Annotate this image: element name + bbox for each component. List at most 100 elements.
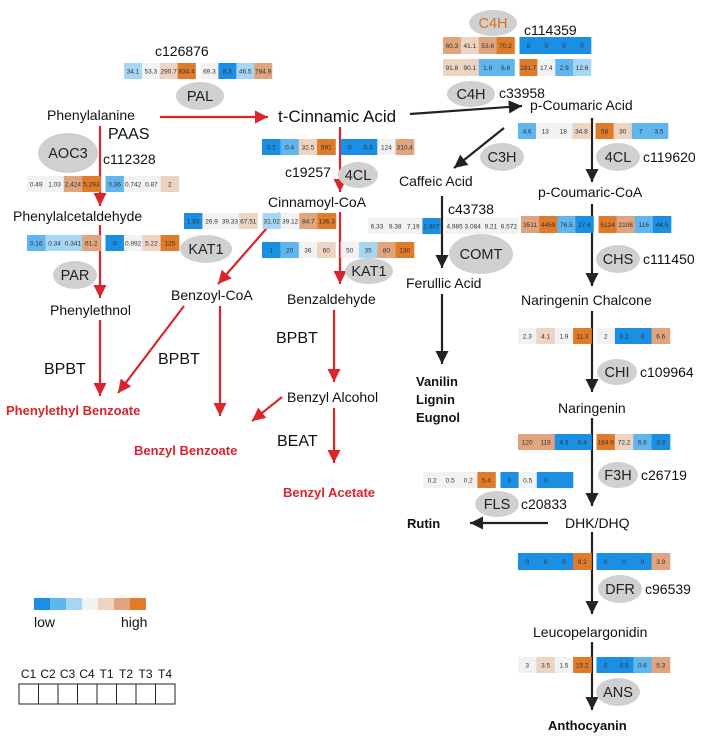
- products: Phenylethyl Benzoate Benzyl Benzoate Ben…: [6, 374, 627, 733]
- heatmap-cell: [377, 139, 396, 155]
- heatmap-value: 0: [544, 477, 548, 484]
- heatmap-value: 0.2: [267, 144, 276, 151]
- heatmap-cell: [82, 235, 101, 251]
- heatmap-cell: [573, 434, 592, 450]
- heatmap-cell: [518, 123, 537, 139]
- svg-text:DFR: DFR: [605, 582, 635, 598]
- heatmap-cell: [539, 216, 558, 233]
- heatmap-cell: [536, 328, 556, 344]
- heatmap-value: 5.293: [83, 181, 100, 188]
- sample-label: C1: [21, 667, 37, 681]
- enzyme-chs: CHS: [596, 245, 640, 273]
- heatmap-cell: [254, 63, 273, 79]
- compound-t-cinnamic-acid: t-Cinnamic Acid: [278, 107, 396, 126]
- heatmap-value: 0.5: [523, 477, 532, 484]
- heatmap-value: 0.341: [65, 240, 82, 247]
- heatmap-cell: [63, 176, 83, 192]
- heatmap-cell: [404, 218, 423, 234]
- heatmap-value: 4.985: [446, 223, 463, 230]
- heatmap-cell: [519, 59, 538, 76]
- heatmap-cell: [614, 553, 634, 570]
- heatmap-value: 3.084: [465, 223, 482, 230]
- heatmap-value: 31.02: [264, 218, 281, 225]
- heatmap-value: 0: [508, 477, 512, 484]
- gene-c19257: c19257: [285, 164, 331, 180]
- scale-swatch: [130, 598, 146, 610]
- svg-text:F3H: F3H: [604, 468, 631, 484]
- arrow-benzylalcohol-to-benzylbenzoate: [251, 396, 283, 422]
- heatmap-cell: [554, 434, 574, 450]
- heatmap-cell: [445, 218, 464, 234]
- heatmap-value: 5.22: [145, 240, 158, 247]
- heatmap-cell: [496, 59, 515, 76]
- heatmap-value: 0.5: [620, 662, 629, 669]
- sample-label: C3: [60, 667, 76, 681]
- gene-c112328: c112328: [103, 151, 156, 167]
- heatmap-value: 124: [381, 144, 392, 151]
- heatmap-value: 290.7: [161, 68, 178, 75]
- heatmap-cell: [358, 139, 378, 155]
- heatmap-cell: [477, 472, 496, 488]
- heatmap-cell: [633, 328, 652, 344]
- heatmap-cell: [596, 434, 616, 450]
- heatmap-value: 60: [323, 247, 331, 254]
- heatmap-cell: [220, 213, 240, 229]
- heatmap-value: 9.38: [389, 223, 402, 230]
- heatmap-value: 0: [562, 559, 566, 566]
- heatmap-cell: [423, 472, 442, 488]
- heatmap-cell: [613, 123, 632, 139]
- heatmap-cell: [575, 216, 594, 233]
- heatmap-value: 70.2: [499, 43, 512, 50]
- enzyme-kat1-b: KAT1: [345, 258, 393, 284]
- heatmap-value: 69.3: [203, 68, 216, 75]
- enzyme-kat1-a: KAT1: [180, 235, 232, 263]
- heatmap-value: 1.5: [559, 662, 568, 669]
- svg-text:KAT1: KAT1: [188, 242, 223, 258]
- heatmap-value: 50: [346, 247, 354, 254]
- enzyme-dfr: DFR: [598, 575, 642, 603]
- heatmap-cell: [555, 59, 574, 76]
- heatmap-value: 15.2: [576, 662, 589, 669]
- sample-box: [57, 683, 78, 705]
- heatmap-cell: [651, 657, 671, 673]
- heatmap-cell: [596, 328, 616, 344]
- heatmap-value: 11.3: [576, 333, 589, 340]
- heatmap-cell: [633, 434, 652, 450]
- heatmap-cell: [298, 139, 318, 155]
- legend-low: low: [34, 614, 56, 630]
- heatmap-cell: [500, 472, 519, 488]
- heatmap-value: 3511: [523, 222, 537, 229]
- heatmap-value: 0: [641, 333, 645, 340]
- arrow-cinnamic-to-pcoumaric: [409, 100, 523, 116]
- heatmap-cell: [459, 472, 478, 488]
- sample-box: [116, 683, 137, 705]
- heatmap-value: 61.2: [85, 240, 98, 247]
- heatmap-value: 34.8: [575, 128, 588, 135]
- compound-phenylethanol: Phenylethnol: [50, 302, 131, 318]
- svg-text:CHI: CHI: [605, 365, 630, 381]
- heatmap-cell: [555, 37, 574, 54]
- heatmap-value: 784.9: [255, 68, 272, 75]
- heatmap-value: 0: [622, 559, 626, 566]
- heatmap-value: 0.2: [464, 477, 473, 484]
- heatmap-cell: [651, 553, 671, 570]
- gene-ids: c126876 c114359 c33958 c112328 c119620 c…: [103, 22, 696, 597]
- svg-text:PAR: PAR: [61, 268, 90, 284]
- heatmap-cell: [317, 139, 336, 155]
- heatmap-cell: [160, 176, 180, 192]
- compound-naringenin: Naringenin: [558, 400, 626, 416]
- enzyme-c4h-top: C4H: [469, 10, 517, 36]
- heatmap-value: 7.19: [407, 223, 420, 230]
- heatmap-value: 310.4: [397, 144, 414, 151]
- heatmap-value: 26.9: [205, 218, 218, 225]
